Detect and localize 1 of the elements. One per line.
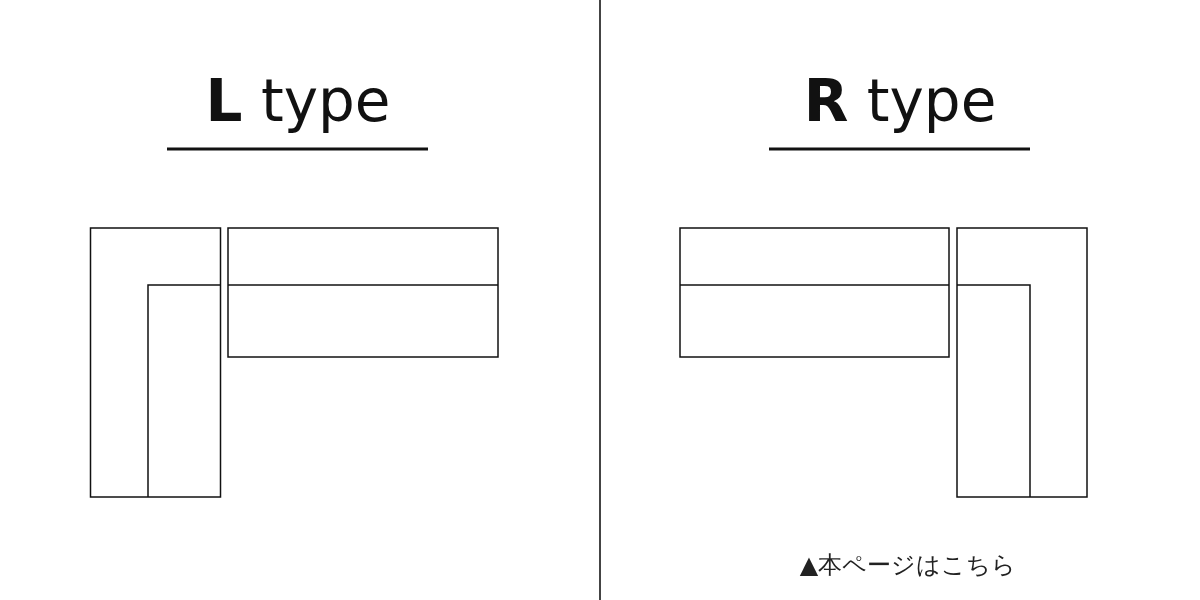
page-note: ▲本ページはこちら [799, 553, 1017, 577]
